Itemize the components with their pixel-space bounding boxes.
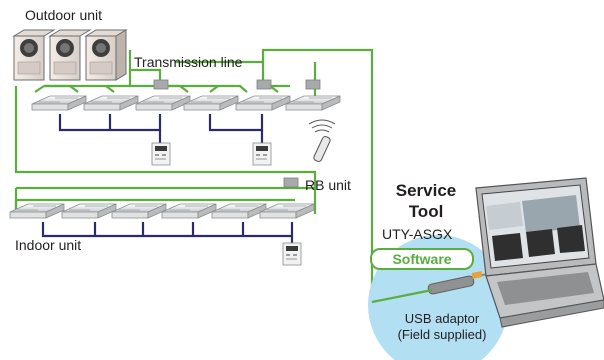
indoor-units-upper (31, 95, 341, 111)
software-badge: Software (370, 248, 474, 270)
cassette-indoor-unit-icon (259, 203, 315, 219)
wireless-remote-icon (308, 119, 336, 162)
laptop-icon (475, 177, 604, 328)
rb-unit-label: RB unit (305, 177, 351, 193)
indoor-unit-label: Indoor unit (15, 237, 82, 253)
transmission-line-label: Transmission line (134, 54, 243, 70)
usb-adaptor-label-line2: (Field supplied) (397, 327, 487, 342)
cassette-indoor-unit-icon (61, 203, 117, 219)
model-label: UTY-ASGX (382, 226, 453, 242)
outdoor-unit-label: Outdoor unit (25, 7, 103, 23)
cassette-indoor-unit-icon (111, 203, 167, 219)
cassette-indoor-unit-icon (161, 203, 217, 219)
cassette-indoor-unit-icon (211, 203, 267, 219)
transmission-line (14, 48, 430, 304)
cassette-indoor-unit-icon (235, 95, 291, 111)
cassette-indoor-unit-icon (9, 203, 65, 219)
service-tool-title-line1: Service (395, 181, 457, 200)
remote-wire (41, 114, 294, 244)
cassette-indoor-unit-icon (135, 95, 191, 111)
service-tool-title-line2: Tool (408, 202, 444, 221)
cassette-indoor-unit-icon (31, 95, 87, 111)
wired-remote-controller-icon (151, 142, 171, 166)
rb-unit-icon (153, 79, 321, 188)
cassette-indoor-unit-icon (285, 95, 341, 111)
wired-remote-controller-icon (282, 242, 302, 266)
cassette-indoor-unit-icon (183, 95, 239, 111)
wired-remote-controller-icon (252, 142, 272, 166)
usb-adaptor-label-line1: USB adaptor (404, 311, 480, 326)
outdoor-unit-icon (12, 29, 128, 81)
indoor-units-lower (9, 203, 315, 219)
cassette-indoor-unit-icon (83, 95, 139, 111)
